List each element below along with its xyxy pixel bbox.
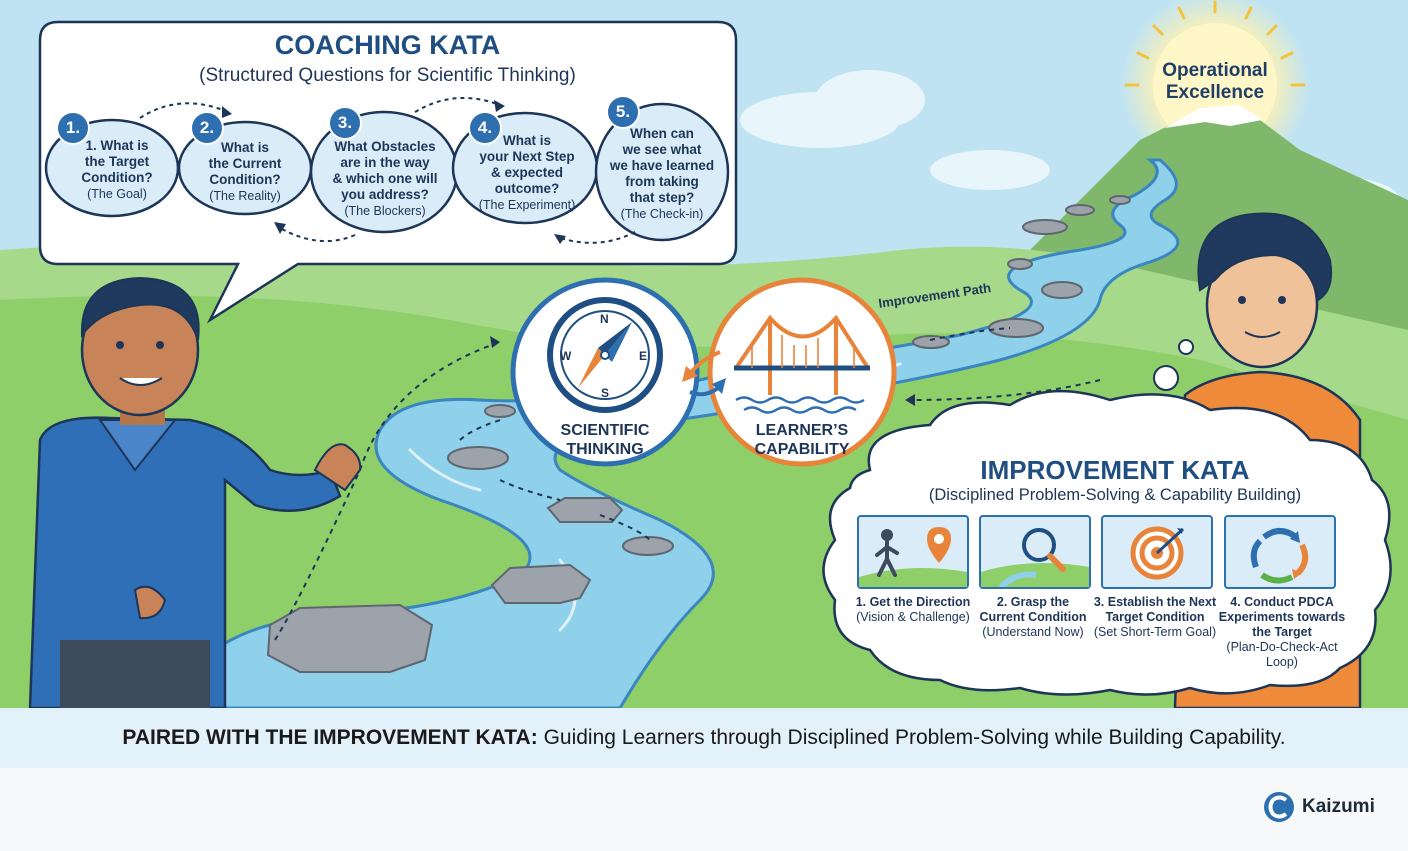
step-1-card [857,515,969,589]
brand-logo: Kaizumi [1262,790,1375,824]
stepping-stone [622,536,674,556]
stepping-stone [1022,219,1068,235]
question-number-1: 1. [56,111,90,145]
improvement-kata-title: IMPROVEMENT KATA [980,455,1250,485]
compass-icon [547,297,663,413]
stepping-stone [484,404,516,418]
kaizumi-logo-icon [1264,792,1294,822]
walking-person-icon [859,527,967,587]
compass-west-letter: W [560,349,572,363]
compass-north-letter: N [600,312,609,326]
stepping-stone [1109,195,1131,205]
target-icon [1130,526,1185,580]
compass-east-letter: E [639,349,648,363]
step-2-card [979,515,1091,590]
step-3-card [1101,515,1213,589]
improvement-kata-subtitle: (Disciplined Problem-Solving & Capabilit… [928,486,1302,504]
coaching-kata-subtitle: (Structured Questions for Scientific Thi… [199,65,576,86]
magnifier-icon [981,528,1089,590]
stepping-stone [1041,281,1083,299]
banner-caption-bold: PAIRED WITH THE IMPROVEMENT KATA: [122,726,538,749]
question-number-4: 4. [468,111,502,145]
question-bubble-5 [594,102,730,242]
bottom-banner [0,708,1408,768]
stepping-stone [266,603,434,673]
step-4-card [1224,515,1336,589]
coach-figure [28,276,362,710]
stepping-stone [1007,258,1033,270]
step-1-text: 1. Get the Direction (Vision & Challenge… [855,595,971,624]
stepping-stone [912,335,950,349]
banner-caption-rest: Guiding Learners through Disciplined Pro… [537,726,1286,749]
cycle-arrows-icon [1250,528,1309,584]
stepping-stone [1065,204,1095,216]
stepping-stone [447,446,509,470]
compass-south-letter: S [601,386,610,400]
bridge-icon [734,314,870,414]
stepping-stone [490,563,592,604]
brand-name: Kaizumi [1302,796,1375,817]
stepping-stone [988,318,1044,338]
banner-caption: PAIRED WITH THE IMPROVEMENT KATA: Guidin… [0,726,1408,750]
question-number-2: 2. [190,111,224,145]
question-number-5: 5. [606,95,640,129]
coaching-kata-title: COACHING KATA [274,30,501,60]
question-number-3: 3. [328,106,362,140]
